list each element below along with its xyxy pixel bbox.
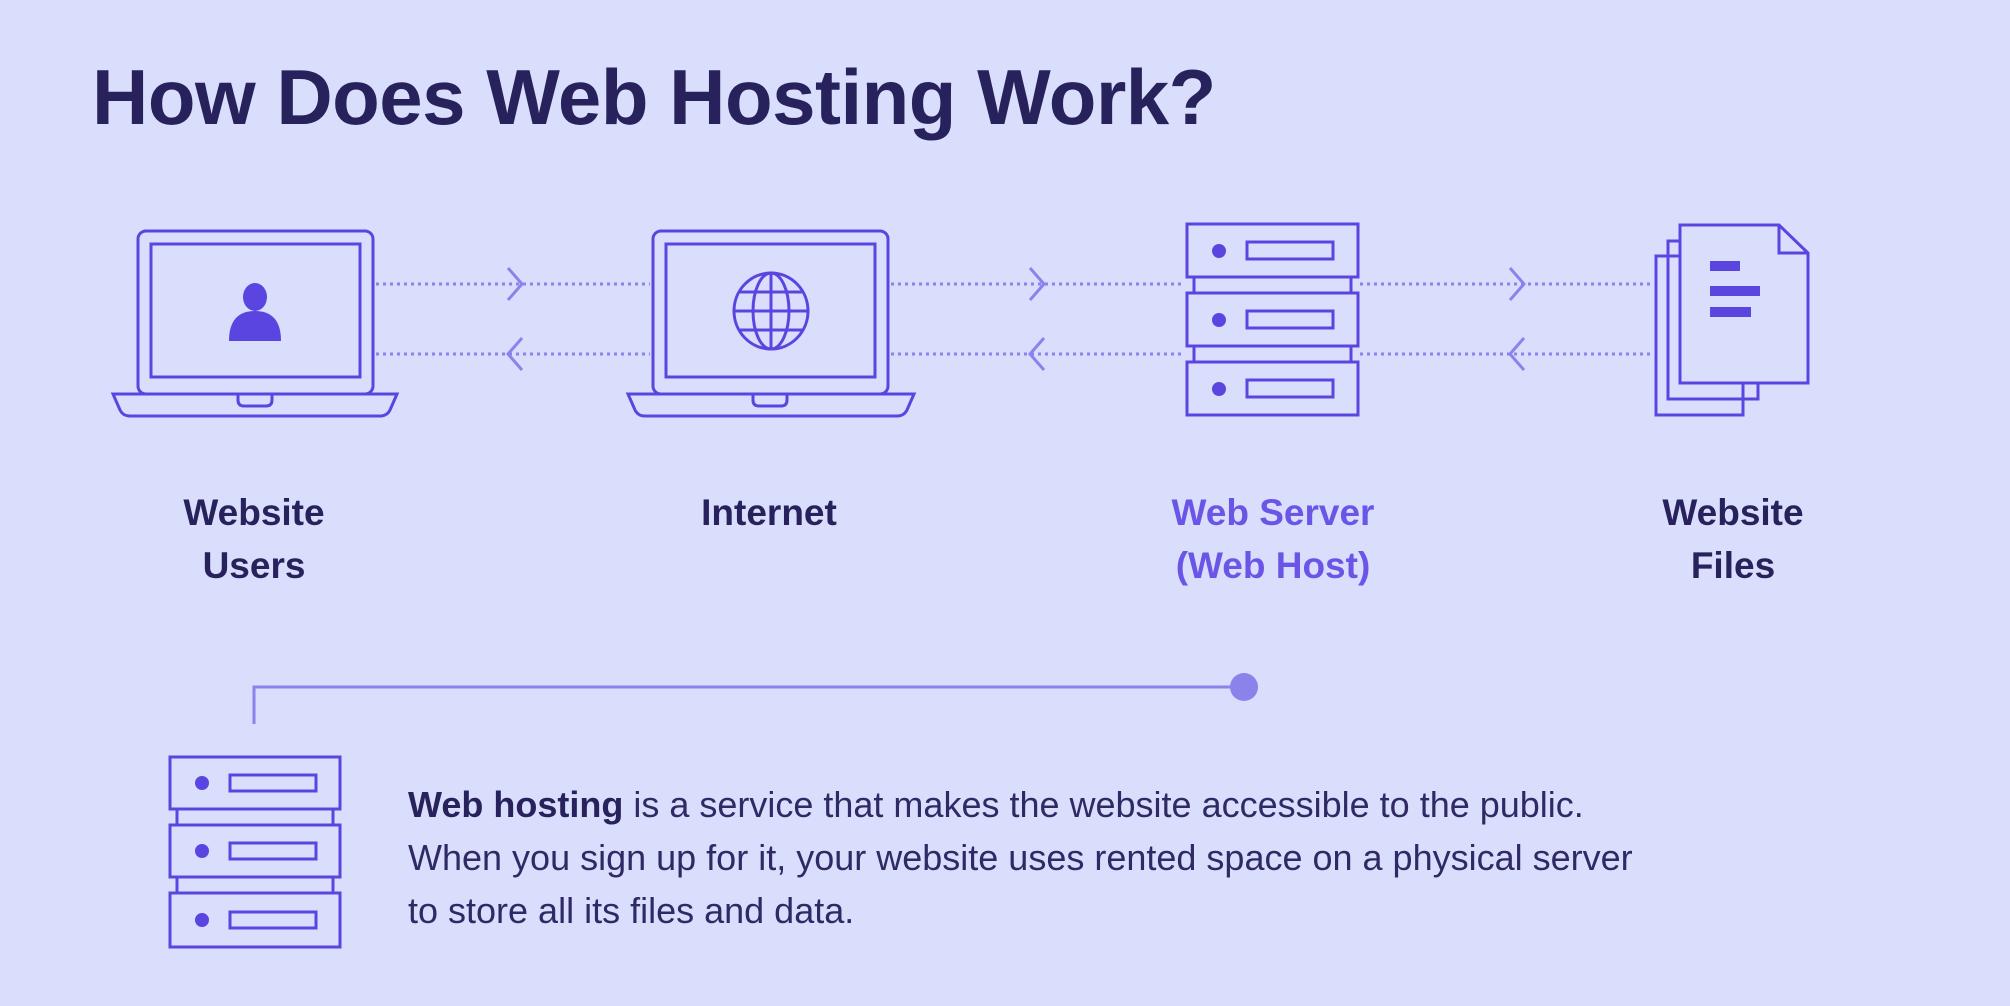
label-website-users: Website Users [74, 486, 434, 592]
label-line: Users [202, 545, 306, 586]
globe-icon [732, 271, 810, 351]
label-internet: Internet [589, 486, 949, 539]
laptop-globe-icon [625, 229, 917, 418]
description-text: is a service that makes the website acce… [623, 784, 1584, 825]
label-line: (Web Host) [1175, 545, 1371, 586]
page-title: How Does Web Hosting Work? [92, 53, 1216, 141]
label-website-files: Website Files [1553, 486, 1913, 592]
callout-connector [252, 685, 1244, 724]
arrow-right-icon [506, 267, 524, 301]
arrow-right-icon [1028, 267, 1046, 301]
description-line-1: Web hosting is a service that makes the … [408, 778, 1633, 831]
laptop-user-icon [110, 229, 400, 418]
arrow-left-icon [506, 337, 524, 371]
description-bold-term: Web hosting [408, 784, 624, 825]
arrow-left-icon [1028, 337, 1046, 371]
arrow-left-icon [1508, 337, 1526, 371]
description-line-3: to store all its files and data. [408, 890, 855, 931]
arrow-server-to-files [1360, 282, 1654, 356]
description-line-2: When you sign up for it, your website us… [408, 837, 1633, 878]
label-web-server: Web Server (Web Host) [1093, 486, 1453, 592]
label-line: Web Server [1171, 492, 1375, 533]
arrow-right-icon [1508, 267, 1526, 301]
label-line: Website [1662, 492, 1804, 533]
label-line: Website [183, 492, 325, 533]
label-line: Files [1690, 545, 1776, 586]
description: Web hosting is a service that makes the … [408, 778, 1633, 937]
user-icon [229, 283, 281, 341]
files-icon [1654, 223, 1810, 417]
server-icon [1185, 222, 1360, 417]
label-line: Internet [701, 492, 837, 533]
callout-dot [1230, 673, 1258, 701]
server-small-icon [168, 755, 342, 949]
arrow-internet-to-server [891, 282, 1185, 356]
